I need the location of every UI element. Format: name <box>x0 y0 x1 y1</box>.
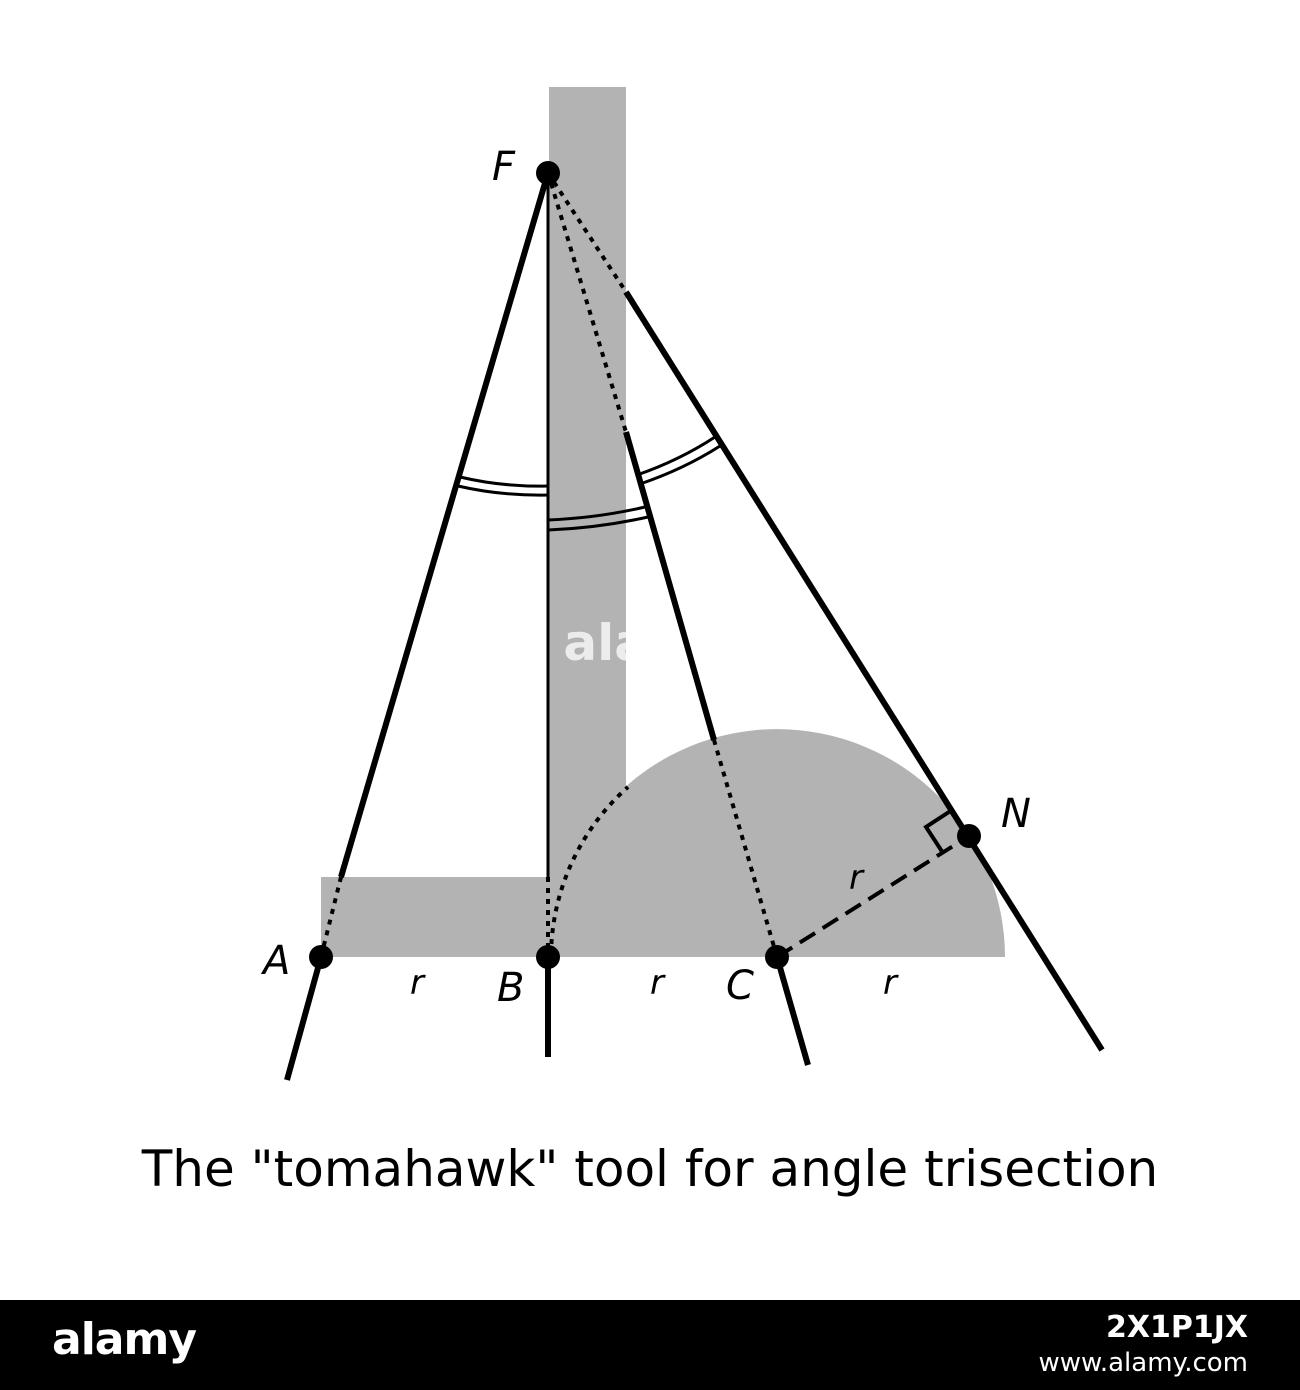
footer-brand-logo: alamy <box>52 1314 197 1365</box>
line-FN-dotted <box>546 171 628 294</box>
label-r-CN: r <box>849 858 865 898</box>
angle-mark-BFC <box>547 505 649 532</box>
line-FN-solid <box>623 290 1105 1052</box>
line-C-extension <box>774 956 811 1066</box>
point-B <box>536 945 560 969</box>
label-r-AB: r <box>410 963 426 1003</box>
label-r-BC: r <box>650 963 666 1003</box>
tool-semicircle <box>549 729 1005 957</box>
line-A-extension <box>284 956 324 1081</box>
right-angle-marker <box>923 808 954 855</box>
angle-mark-AFB <box>457 475 549 497</box>
line-FC-solid <box>623 431 717 741</box>
label-C: C <box>726 963 754 1009</box>
label-B: B <box>497 965 524 1011</box>
line-FA-dotted <box>319 876 343 958</box>
line-FC-dotted-top <box>546 172 628 433</box>
watermark: alamy <box>563 614 732 672</box>
label-A: A <box>260 938 290 984</box>
line-FC-dotted-bottom <box>712 739 779 958</box>
label-F: F <box>492 144 516 190</box>
footer-image-id: 2X1P1JX <box>1105 1310 1248 1345</box>
point-N <box>957 824 981 848</box>
segment-CN-dashed <box>775 834 971 959</box>
tomahawk-tool <box>321 87 1005 957</box>
footer-url: www.alamy.com <box>1038 1348 1248 1378</box>
point-C <box>765 945 789 969</box>
line-FA <box>338 172 551 878</box>
arc-semicircle-dotted <box>549 785 630 956</box>
point-F <box>536 161 560 185</box>
tomahawk-diagram: alamy <box>260 87 1105 1081</box>
label-r-C-right: r <box>883 963 899 1003</box>
label-N: N <box>1001 791 1031 837</box>
footer-bar: alamy 2X1P1JX www.alamy.com <box>0 1300 1300 1390</box>
point-A <box>309 945 333 969</box>
angle-mark-CFN <box>636 435 721 486</box>
diagram-caption: The "tomahawk" tool for angle trisection <box>141 1140 1159 1198</box>
